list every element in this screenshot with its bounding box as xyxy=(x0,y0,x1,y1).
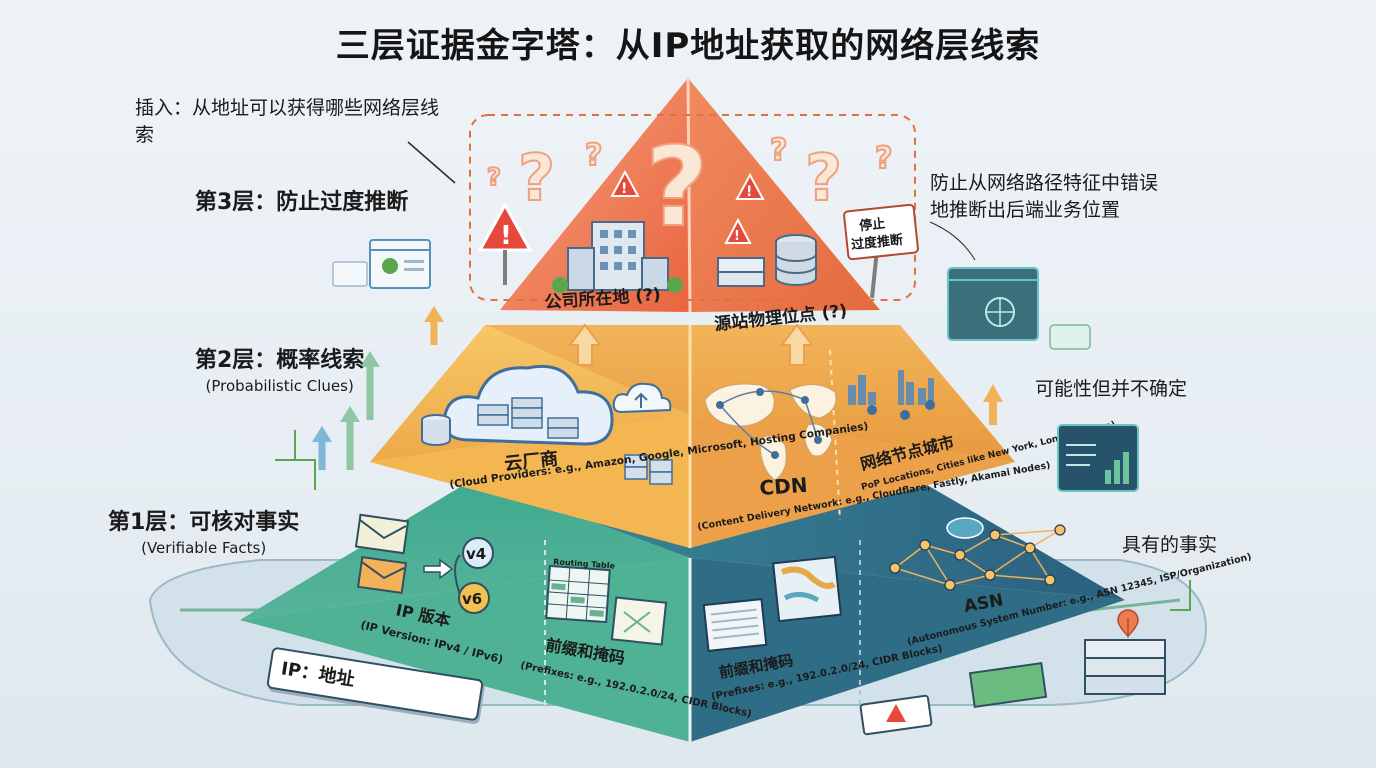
stop-sign-icon xyxy=(843,203,919,299)
layer1-label-block: 第1层：可核对事实 (Verifiable Facts) xyxy=(108,508,299,558)
upload-cloud-icon xyxy=(612,382,672,414)
svg-text:?: ? xyxy=(585,138,602,173)
browser-window-icon-left xyxy=(369,239,431,289)
svg-text:?: ? xyxy=(770,133,787,168)
svg-text:?: ? xyxy=(875,141,892,176)
layer3-right-face xyxy=(688,78,880,312)
arrow-right-icon xyxy=(423,558,454,580)
cdn-node-icons xyxy=(716,388,822,459)
network-diagram-icon xyxy=(610,596,668,646)
layer1-label-en: (Verifiable Facts) xyxy=(141,538,267,557)
asn-network-graph xyxy=(894,529,1061,586)
svg-text:?: ? xyxy=(805,142,842,216)
layer2-front-left xyxy=(370,415,690,548)
layer2-side-note: 可能性但并不确定 xyxy=(1035,378,1188,400)
svg-text:!: ! xyxy=(621,181,627,197)
layer3-label: 第3层：防止过度推断 xyxy=(195,190,409,215)
layer1-side-note: 具有的事实 xyxy=(1122,534,1218,556)
v6-badge-icon xyxy=(458,582,490,614)
layer2-label-en: (Probabilistic Clues) xyxy=(205,376,354,395)
envelope-icon xyxy=(354,513,410,595)
circuit-lines-left xyxy=(275,430,316,490)
dashboard-window-icon xyxy=(1057,424,1139,492)
stop-sign-label-2: 过度推断 xyxy=(850,232,903,253)
layer2-label: 第2层：概率线索 xyxy=(195,348,365,373)
svg-text:?: ? xyxy=(645,123,709,251)
server-stack-icon xyxy=(1084,639,1166,695)
cdn-title: CDN xyxy=(759,473,809,500)
layer1-label: 第1层：可核对事实 xyxy=(108,510,300,535)
prefix-document-icon xyxy=(702,597,768,653)
browser-window-icon-right xyxy=(947,267,1039,341)
stop-sign-label-1: 停止 xyxy=(858,216,886,235)
layer3-side-note: 防止从网络路径特征中错误地推断出后端业务位置 xyxy=(930,172,1159,221)
asn-cloud-icon xyxy=(946,517,984,539)
svg-text:!: ! xyxy=(746,184,752,200)
doc-card-icon-left xyxy=(332,261,368,287)
building-icon xyxy=(552,221,683,293)
asn-node-icons xyxy=(889,524,1066,591)
chat-bubble-icon xyxy=(1049,324,1091,350)
cloud-icon xyxy=(442,364,614,446)
location-pin-icons xyxy=(867,400,935,420)
map-pin-icon xyxy=(1117,609,1139,638)
warning-icon: ! xyxy=(477,201,533,285)
insert-note-connector xyxy=(407,141,456,184)
insert-note: 插入：从地址可以获得哪些网络层线索 xyxy=(135,97,440,146)
svg-text:!: ! xyxy=(500,221,512,251)
v4-label: v4 xyxy=(466,545,486,563)
routing-table-label: Routing Table xyxy=(553,557,616,570)
svg-text:!: ! xyxy=(734,229,740,244)
routing-table-icon xyxy=(545,564,611,624)
v6-label: v6 xyxy=(462,590,482,608)
map-document-icon xyxy=(772,555,842,623)
left-arrow-stack xyxy=(318,320,438,470)
network-card-icon xyxy=(968,662,1048,708)
svg-text:?: ? xyxy=(518,142,555,216)
layer3-note-connector xyxy=(929,221,976,261)
page-title: 三层证据金字塔：从IP地址获取的网络层线索 xyxy=(335,26,1041,66)
svg-text:?: ? xyxy=(487,163,501,191)
layer2-label-block: 第2层：概率线索 (Probabilistic Clues) xyxy=(195,346,364,396)
question-mark-icons: ? ? ? ? ? ? ? xyxy=(486,122,893,252)
layer3-dashed-frame xyxy=(469,114,916,301)
circuit-lines-right xyxy=(1170,580,1191,611)
server-rack-icon xyxy=(624,454,673,485)
v4-badge-icon xyxy=(462,537,494,569)
up-arrow-icons xyxy=(568,323,814,366)
warning-icon-small: ! ! ! xyxy=(610,169,765,244)
database-icon xyxy=(421,414,451,446)
server-database-icon xyxy=(717,234,817,287)
alert-card-icon xyxy=(859,694,933,736)
city-skyline-icon xyxy=(848,370,934,405)
